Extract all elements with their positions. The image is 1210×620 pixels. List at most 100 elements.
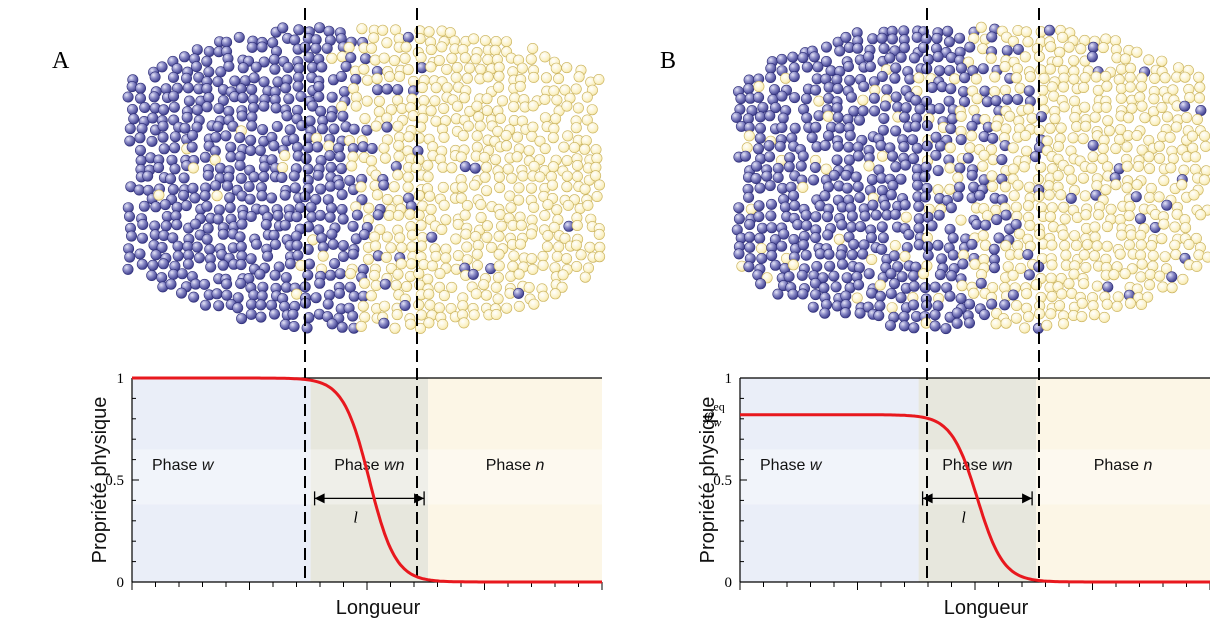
- particle-n: [1087, 151, 1099, 163]
- particle-n: [490, 308, 502, 320]
- particle-n: [1126, 102, 1138, 114]
- particle-n: [1181, 112, 1193, 124]
- particle-w: [769, 102, 781, 114]
- particle-w: [361, 124, 373, 136]
- particle-n: [436, 224, 448, 236]
- particle-n: [344, 268, 356, 280]
- particle-n: [542, 199, 554, 211]
- particle-n: [581, 114, 593, 126]
- particle-n: [1015, 262, 1027, 274]
- particle-w: [776, 240, 788, 252]
- particle-w: [313, 81, 325, 93]
- particle-w: [934, 140, 946, 152]
- particle-n: [820, 163, 832, 175]
- particle-n: [480, 161, 492, 173]
- particle-n: [1100, 184, 1112, 196]
- particle-n: [1046, 259, 1058, 271]
- particle-n: [1169, 221, 1181, 233]
- particle-w: [1001, 45, 1013, 57]
- particle-w: [316, 61, 328, 73]
- particle-w: [797, 239, 809, 251]
- particle-w: [350, 73, 362, 85]
- particle-w: [885, 268, 897, 280]
- particle-n: [1135, 239, 1147, 251]
- particle-n: [1007, 142, 1019, 154]
- particle-w: [220, 130, 232, 142]
- particle-w: [258, 161, 270, 173]
- label-band: [132, 449, 602, 505]
- particle-w: [268, 140, 280, 152]
- particle-w: [908, 280, 920, 292]
- particle-n: [1101, 298, 1113, 310]
- particle-w: [324, 211, 336, 223]
- particle-w: [225, 141, 237, 153]
- particle-w: [248, 72, 260, 84]
- particle-w: [757, 102, 769, 114]
- particle-n: [594, 251, 606, 263]
- particle-w: [345, 52, 357, 64]
- particle-w: [235, 241, 247, 253]
- particle-w: [172, 250, 184, 262]
- particle-n: [511, 131, 523, 143]
- particle-n: [1043, 180, 1055, 192]
- particle-w: [302, 269, 314, 281]
- particle-w: [325, 161, 337, 173]
- particle-n: [526, 253, 538, 265]
- particle-w: [136, 123, 148, 135]
- particle-w: [930, 149, 942, 161]
- particle-w: [513, 287, 525, 299]
- particle-n: [1058, 101, 1070, 113]
- particle-w: [295, 91, 307, 103]
- particle-n: [586, 104, 598, 116]
- particle-w: [291, 211, 303, 223]
- phase-symbol: wn: [992, 457, 1013, 474]
- particle-w: [991, 214, 1003, 226]
- particle-n: [1159, 251, 1171, 263]
- particle-w: [904, 73, 916, 85]
- particle-w: [933, 103, 945, 115]
- particle-n: [886, 302, 898, 314]
- particle-w: [735, 93, 747, 105]
- particle-w: [743, 261, 755, 273]
- particle-n: [457, 300, 469, 312]
- particle-w: [873, 310, 885, 322]
- particle-n: [1045, 272, 1057, 284]
- particle-w: [796, 269, 808, 281]
- particle-w: [168, 71, 180, 83]
- particle-n: [359, 113, 371, 125]
- phase-n-region: [1036, 378, 1210, 582]
- particle-w: [819, 140, 831, 152]
- particle-w: [181, 72, 193, 84]
- particle-w: [789, 92, 801, 104]
- particle-n: [944, 162, 956, 174]
- particle-w: [808, 51, 820, 63]
- particle-w: [172, 240, 184, 252]
- particle-w: [942, 25, 954, 37]
- particle-n: [153, 189, 165, 201]
- particle-n: [451, 61, 463, 73]
- particle-n: [1086, 162, 1098, 174]
- particle-n: [949, 73, 961, 85]
- particle-w: [167, 184, 179, 196]
- particle-w: [947, 249, 959, 261]
- particle-n: [1052, 170, 1064, 182]
- particle-w: [186, 141, 198, 153]
- particle-n: [502, 163, 514, 175]
- particle-w: [1023, 269, 1035, 281]
- particle-w: [392, 84, 404, 96]
- particle-n: [389, 322, 401, 334]
- particle-w: [149, 71, 161, 83]
- particle-n: [413, 299, 425, 311]
- particle-w: [900, 102, 912, 114]
- particle-n: [1063, 278, 1075, 290]
- particle-w: [1179, 100, 1191, 112]
- particle-n: [459, 52, 471, 64]
- particle-n: [1010, 312, 1022, 324]
- particle-w: [1044, 24, 1056, 36]
- particle-n: [493, 260, 505, 272]
- particle-w: [137, 219, 149, 231]
- particle-n: [379, 152, 391, 164]
- particle-n: [390, 279, 402, 291]
- particle-w: [797, 52, 809, 64]
- particle-n: [1190, 232, 1202, 244]
